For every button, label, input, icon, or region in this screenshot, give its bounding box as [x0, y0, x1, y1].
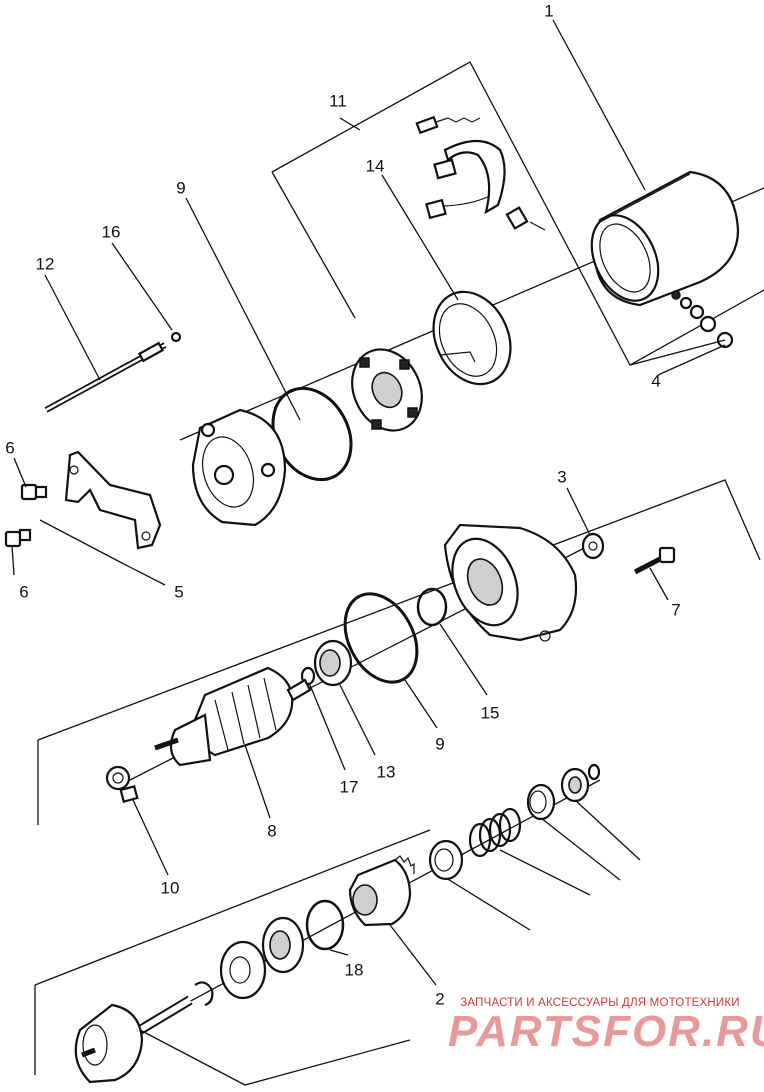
callout-4: 4: [651, 371, 661, 391]
watermark: ЗАПЧАСТИ И АКСЕССУАРЫ ДЛЯ МОТОТЕХНИКИ PA…: [448, 997, 764, 1057]
group-frame-top: [271, 61, 764, 366]
callout-9-middle: 9: [435, 734, 445, 754]
callout-14: 14: [365, 156, 385, 176]
nut-washer-set: [671, 290, 734, 349]
bolt-6-upper: [20, 483, 48, 501]
washer-16: [170, 331, 182, 343]
washer-3: [581, 532, 605, 560]
callout-7: 7: [671, 600, 681, 620]
callout-8: 8: [267, 821, 277, 841]
bushing-sleeve-part: [428, 839, 464, 881]
brush-parts: [415, 115, 546, 231]
callout-2: 2: [435, 989, 445, 1009]
front-housing-part: [443, 523, 578, 642]
retainer-part: [261, 916, 305, 974]
callout-11: 11: [329, 91, 347, 111]
watermark-brand: PARTSFOR.RU: [448, 1007, 764, 1056]
group-frame-middle: [37, 479, 761, 741]
circlip-part: [194, 981, 214, 1007]
group-frame-bottom: [34, 829, 431, 986]
sleeve-part: [526, 783, 556, 821]
callout-16: 16: [101, 222, 121, 242]
callout-6-lower: 6: [19, 582, 29, 602]
callout-6-upper: 6: [5, 438, 15, 458]
thrust-washer-part: [219, 940, 267, 1000]
bushing-10: [105, 765, 139, 803]
spring-part: [468, 807, 522, 858]
ring-18: [305, 899, 345, 951]
group-frame-top-left: [271, 171, 356, 319]
snap-ring-top: [587, 763, 601, 781]
through-bolt-part: [44, 341, 167, 413]
pinion-shaft-part: [74, 995, 193, 1084]
callout-17: 17: [339, 777, 359, 797]
o-ring-middle: [343, 592, 419, 684]
collar-part: [560, 767, 590, 803]
bracket-part: [64, 450, 162, 550]
bolt-6-lower: [4, 528, 32, 548]
o-ring-15: [416, 587, 448, 627]
rear-cover-part: [191, 408, 287, 527]
brush-cover-part: [432, 290, 512, 386]
bolt-7: [633, 546, 676, 575]
callout-3: 3: [557, 467, 567, 487]
callout-5: 5: [174, 582, 184, 602]
callout-10: 10: [160, 878, 180, 898]
callout-9-top: 9: [176, 178, 186, 198]
callout-1: 1: [544, 1, 554, 21]
armature-part: [154, 666, 312, 767]
brush-plate-part: [351, 348, 423, 432]
yoke-housing-part: [590, 170, 740, 307]
callout-13: 13: [376, 762, 396, 782]
bearing-13: [313, 639, 353, 687]
watermark-subtitle: ЗАПЧАСТИ И АКСЕССУАРЫ ДЛЯ МОТОТЕХНИКИ: [460, 997, 740, 1009]
callout-18: 18: [344, 960, 364, 980]
callout-15: 15: [480, 703, 500, 723]
clutch-gear-part: [348, 855, 415, 927]
callout-12: 12: [35, 254, 55, 274]
